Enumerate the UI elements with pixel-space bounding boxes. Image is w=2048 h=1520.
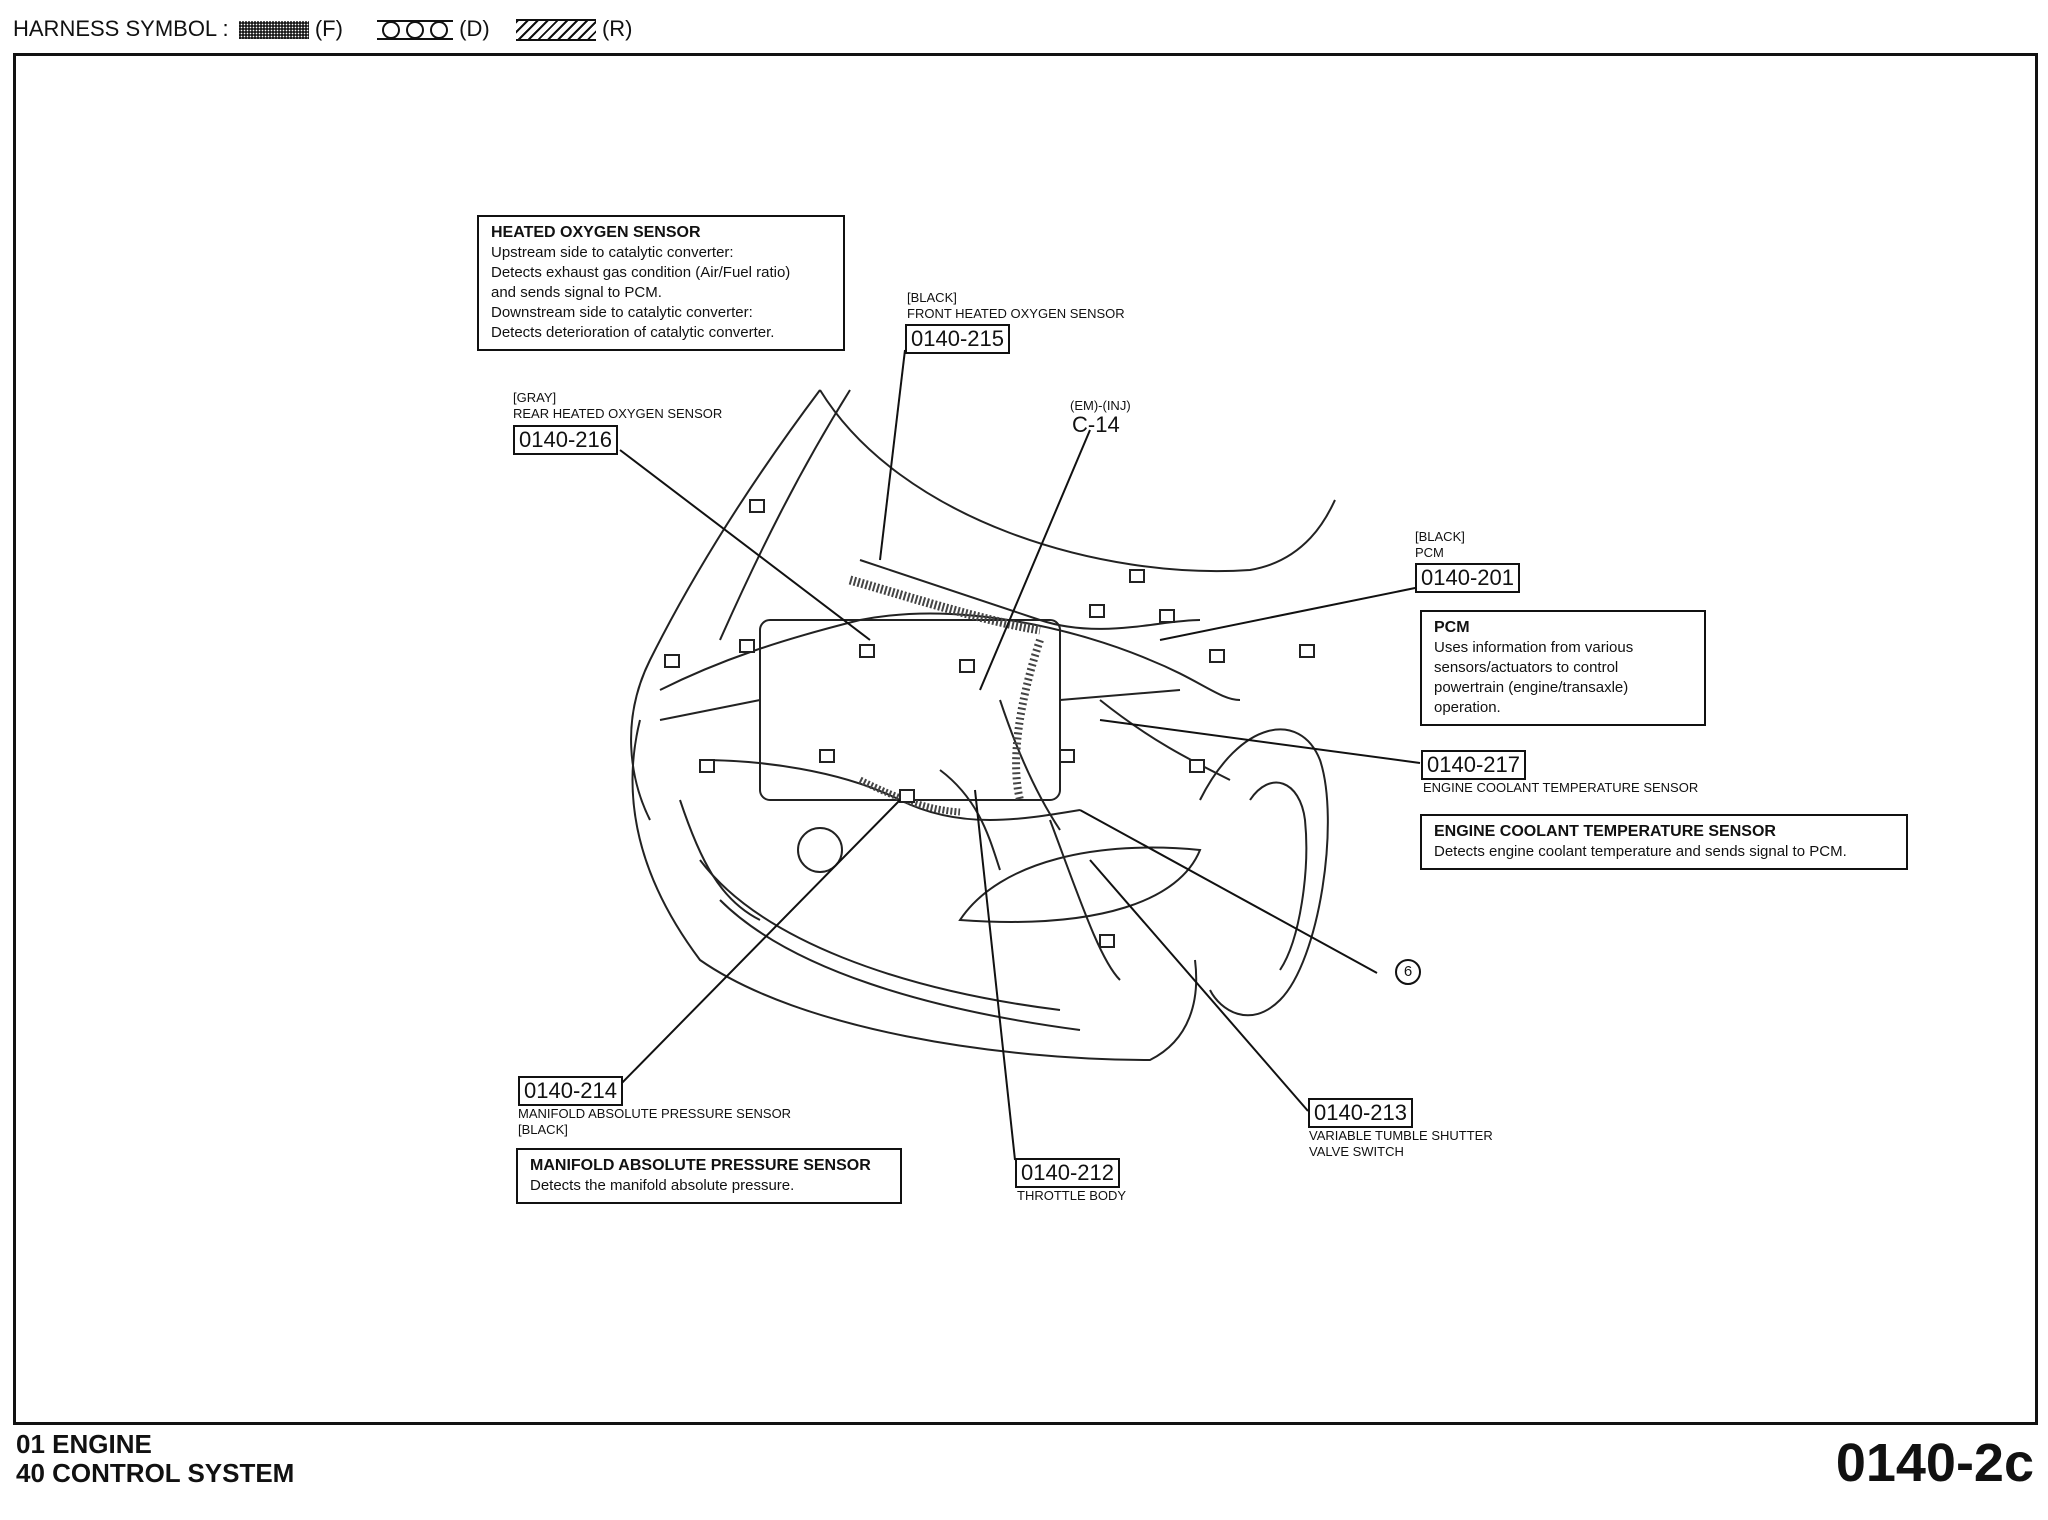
ect-name: ENGINE COOLANT TEMPERATURE SENSOR — [1423, 780, 1699, 795]
vts-name-line1: VARIABLE TUMBLE SHUTTER — [1309, 1128, 1493, 1143]
vts-ref[interactable]: 0140-213 — [1308, 1098, 1413, 1128]
ect-info: ENGINE COOLANT TEMPERATURE SENSOR Detect… — [1420, 814, 1908, 870]
front-ho2s-name: FRONT HEATED OXYGEN SENSOR — [907, 306, 1125, 321]
vts-name-line2: VALVE SWITCH — [1309, 1144, 1404, 1159]
info-title: HEATED OXYGEN SENSOR — [491, 224, 701, 241]
info-line: Detects engine coolant temperature and s… — [1434, 843, 1847, 860]
section-control-system: 40 CONTROL SYSTEM — [16, 1458, 295, 1488]
pcm-name: PCM — [1415, 545, 1444, 560]
legend-code-d: (D) — [459, 16, 490, 41]
map-ref[interactable]: 0140-214 — [518, 1076, 623, 1106]
rear-ho2s-ref[interactable]: 0140-216 — [513, 425, 618, 455]
map-color: [BLACK] — [518, 1122, 568, 1137]
pcm-color: [BLACK] — [1415, 529, 1465, 544]
map-name: MANIFOLD ABSOLUTE PRESSURE SENSOR — [518, 1106, 792, 1121]
info-line: Detects exhaust gas condition (Air/Fuel … — [491, 264, 791, 281]
pcm-ref[interactable]: 0140-201 — [1415, 563, 1520, 593]
throttle-body-ref[interactable]: 0140-212 — [1015, 1158, 1120, 1188]
dotted-harness-symbol — [238, 21, 309, 40]
info-line: Detects the manifold absolute pressure. — [530, 1177, 795, 1194]
diagram-frame — [13, 53, 2038, 1425]
info-line: operation. — [1434, 699, 1501, 716]
front-ho2s-color: [BLACK] — [907, 290, 957, 305]
connector-ref[interactable]: C-14 — [1072, 412, 1120, 437]
rear-ho2s-name: REAR HEATED OXYGEN SENSOR — [513, 406, 723, 421]
connector-code: (EM)-(INJ) — [1070, 398, 1131, 413]
rear-ho2s-color: [GRAY] — [513, 390, 557, 405]
info-line: Upstream side to catalytic converter: — [491, 244, 734, 261]
hatched-harness-symbol — [515, 19, 596, 42]
info-line: Downstream side to catalytic converter: — [491, 304, 753, 321]
info-line: Detects deterioration of catalytic conve… — [491, 324, 775, 341]
front-ho2s-ref[interactable]: 0140-215 — [905, 324, 1010, 354]
section-engine: 01 ENGINE — [16, 1429, 152, 1459]
info-title: MANIFOLD ABSOLUTE PRESSURE SENSOR — [530, 1157, 871, 1174]
legend-code-r: (R) — [601, 16, 633, 41]
ground-point-6[interactable]: 6 — [1395, 959, 1421, 985]
info-title: ENGINE COOLANT TEMPERATURE SENSOR — [1434, 823, 1776, 840]
pcm-info: PCM Uses information from various sensor… — [1420, 610, 1706, 726]
info-line: sensors/actuators to control — [1434, 659, 1619, 676]
ect-ref[interactable]: 0140-217 — [1421, 750, 1526, 780]
page-number: 0140-2c — [1835, 1433, 2034, 1493]
info-title: PCM — [1434, 619, 1470, 636]
harness-symbol-legend: HARNESS SYMBOL : (F) (D) (R) — [13, 16, 633, 42]
heated-oxygen-sensor-info: HEATED OXYGEN SENSOR Upstream side to ca… — [477, 215, 845, 351]
info-line: powertrain (engine/transaxle) — [1434, 679, 1629, 696]
info-line: Uses information from various — [1434, 639, 1634, 656]
throttle-body-name: THROTTLE BODY — [1017, 1188, 1127, 1203]
legend-prefix: HARNESS SYMBOL : — [13, 16, 229, 41]
info-line: and sends signal to PCM. — [491, 284, 662, 301]
circles-harness-symbol — [377, 20, 454, 41]
legend-code-f: (F) — [314, 16, 343, 41]
map-info: MANIFOLD ABSOLUTE PRESSURE SENSOR Detect… — [516, 1148, 902, 1204]
